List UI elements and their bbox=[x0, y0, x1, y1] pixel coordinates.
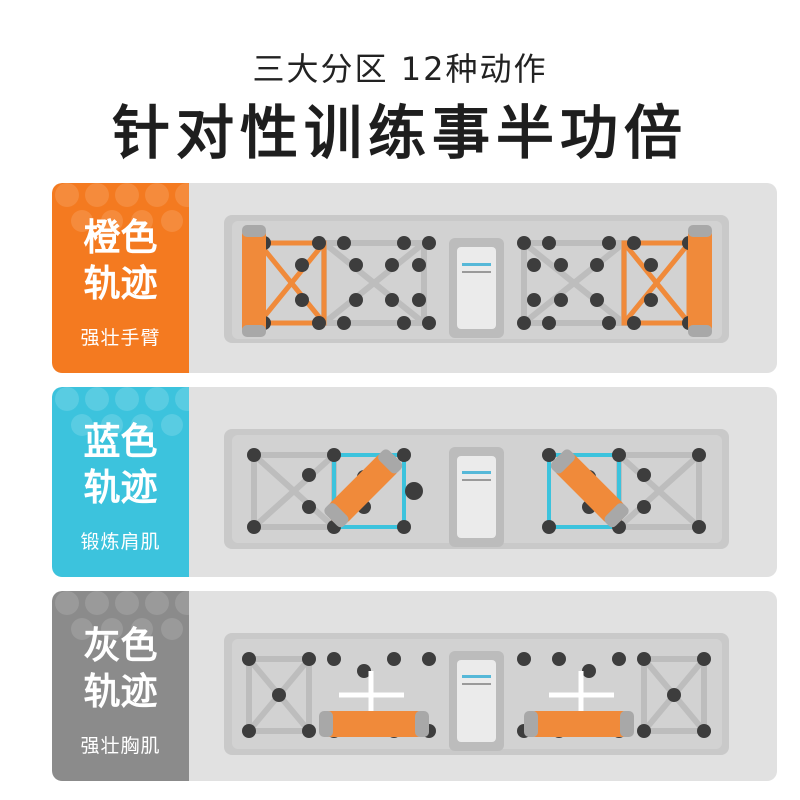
label-title-line2: 轨迹 bbox=[83, 670, 158, 713]
label-sub: 强壮手臂 bbox=[80, 327, 161, 349]
label-title-line2: 轨迹 bbox=[83, 262, 158, 305]
label-title-line1: 蓝色 bbox=[83, 420, 158, 463]
label-block-gray: 灰色 轨迹 强壮胸肌 bbox=[52, 591, 189, 781]
label-title-line1: 灰色 bbox=[83, 624, 158, 667]
dot-pattern-icon bbox=[55, 183, 189, 232]
panel-orange: 橙色 轨迹 强壮手臂 bbox=[52, 183, 777, 373]
pushup-board-orange bbox=[224, 215, 729, 343]
label-sub: 强壮胸肌 bbox=[80, 735, 161, 757]
label-sub: 锻炼肩肌 bbox=[80, 531, 161, 553]
label-title-line1: 橙色 bbox=[83, 216, 158, 259]
dot-pattern-icon bbox=[55, 387, 189, 436]
label-title-line2: 轨迹 bbox=[83, 466, 158, 509]
pushup-board-gray bbox=[224, 633, 729, 755]
headline: 针对性训练事半功倍 bbox=[111, 99, 688, 167]
dot-pattern-icon bbox=[55, 591, 189, 640]
subtitle: 三大分区 12种动作 bbox=[252, 50, 548, 88]
pushup-board-blue bbox=[224, 429, 729, 549]
panel-gray: 灰色 轨迹 强壮胸肌 bbox=[52, 591, 777, 781]
label-block-orange: 橙色 轨迹 强壮手臂 bbox=[52, 183, 189, 373]
label-block-blue: 蓝色 轨迹 锻炼肩肌 bbox=[52, 387, 189, 577]
panel-blue: 蓝色 轨迹 锻炼肩肌 bbox=[52, 387, 777, 577]
